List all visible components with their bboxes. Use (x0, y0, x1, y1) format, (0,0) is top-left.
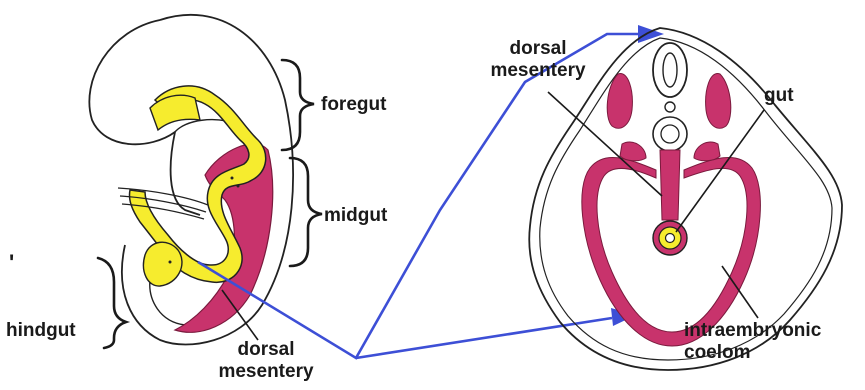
right-dorsal-tab (694, 142, 720, 161)
label-midgut: midgut (324, 205, 387, 227)
label-dorsal-mesentery-left-line2: mesentery (196, 361, 336, 383)
right-somite (706, 73, 731, 128)
notochord (665, 102, 675, 112)
label-coelom-line1: intraembryonic (684, 320, 821, 342)
label-foregut: foregut (321, 94, 386, 116)
neural-canal (663, 53, 677, 87)
midgut-brace (290, 158, 322, 266)
dorsal-aorta-lumen (661, 125, 679, 143)
label-dorsal-mesentery-left: dorsal mesentery (196, 339, 336, 383)
label-coelom-line2: coelom (684, 342, 821, 364)
left-dorsal-tab (620, 142, 646, 161)
label-intraembryonic-coelom: intraembryonic coelom (684, 320, 821, 364)
pointer-to-coelom (356, 318, 612, 358)
lateral-hindgut-loop (143, 242, 181, 286)
leader-dorsal-mesentery-right (548, 92, 662, 196)
label-gut: gut (764, 85, 794, 107)
stray-mark: ' (9, 252, 14, 274)
label-dorsal-mesentery-right-line2: mesentery (478, 60, 598, 82)
label-dorsal-mesentery-right: dorsal mesentery (478, 38, 598, 82)
label-dorsal-mesentery-right-line1: dorsal (478, 38, 598, 60)
cross-section-mesentery (660, 150, 680, 220)
gut-lumen (666, 234, 675, 243)
embryo-lateral-view (89, 15, 293, 345)
label-hindgut: hindgut (6, 320, 76, 342)
label-dorsal-mesentery-left-line1: dorsal (196, 339, 336, 361)
